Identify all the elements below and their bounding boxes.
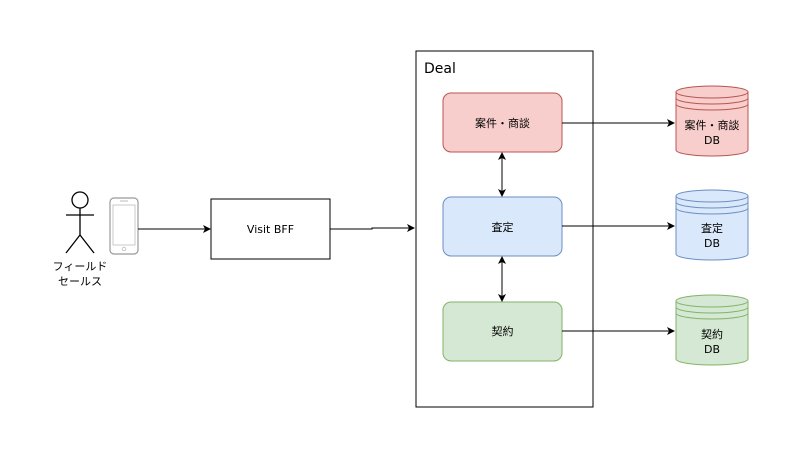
database-icon-satei: [675, 189, 749, 261]
db-label-satei-line2: DB: [704, 237, 720, 250]
actor-label-line2: セールス: [58, 275, 102, 288]
bff-to-deal-arrow: [330, 224, 415, 232]
service-label-satei: 査定: [492, 220, 514, 234]
database-icon-keiyaku: [675, 294, 749, 366]
smartphone-icon: [109, 197, 139, 255]
db-label-satei-line1: 査定: [701, 221, 723, 235]
actor-label-line1: フィールド: [53, 260, 108, 273]
service-label-keiyaku: 契約: [492, 324, 514, 338]
person-icon: [65, 191, 95, 254]
db-label-keiyaku-line1: 契約: [701, 327, 723, 341]
service-node-keiyaku: 契約: [442, 301, 563, 362]
deal-title: Deal: [424, 61, 456, 77]
service-node-satei: 査定: [442, 196, 563, 257]
db-label-keiyaku-line2: DB: [704, 343, 720, 356]
visit-bff-label: Visit BFF: [247, 223, 294, 236]
database-icon-anken: [675, 85, 749, 157]
service-node-anken: 案件・商談: [442, 92, 563, 153]
service-label-anken: 案件・商談: [475, 116, 530, 130]
db-label-anken-line1: 案件・商談: [685, 118, 740, 132]
db-label-anken-line2: DB: [704, 134, 720, 147]
visit-bff-node: Visit BFF: [210, 198, 331, 260]
